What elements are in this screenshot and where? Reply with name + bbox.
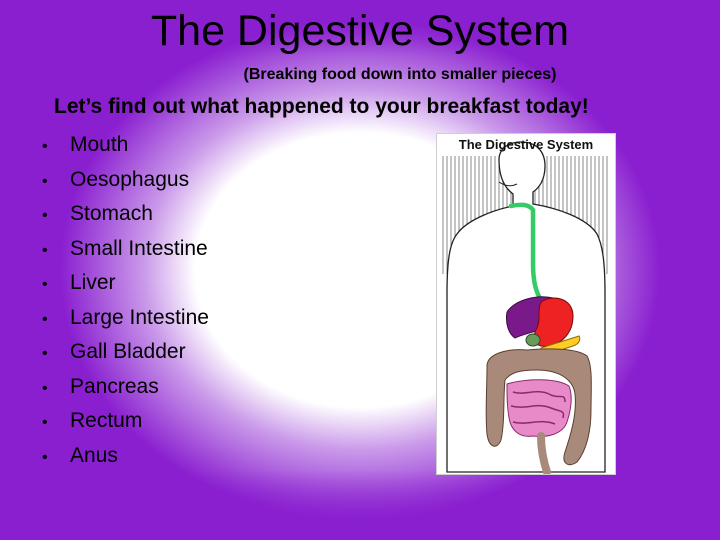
- bullet-icon: •: [42, 276, 48, 293]
- bullet-icon: •: [42, 172, 48, 190]
- slide-title: The Digestive System: [150, 7, 570, 55]
- list-item-label: Liver: [70, 271, 116, 294]
- list-item: • Rectum: [42, 404, 209, 439]
- oesophagus-tube: [508, 202, 544, 303]
- list-item: • Small Intestine: [42, 232, 209, 267]
- list-item-label: Oesophagus: [70, 167, 190, 191]
- list-item-label: Anus: [70, 443, 118, 467]
- slide-subtitle: (Breaking food down into smaller pieces): [243, 66, 557, 83]
- list-item-label: Rectum: [70, 409, 143, 432]
- bullet-icon: •: [42, 414, 48, 431]
- list-item-label: Large Intestine: [70, 305, 209, 329]
- gall-bladder-shape: [525, 333, 541, 347]
- mouth-shape: [498, 181, 518, 187]
- list-item-label: Gall Bladder: [70, 340, 186, 363]
- bullet-icon: •: [42, 345, 48, 362]
- digestive-system-diagram: The Digestive System: [436, 133, 616, 475]
- bullet-icon: •: [42, 138, 48, 155]
- bullet-icon: •: [42, 207, 48, 224]
- organ-list: • Mouth • Oesophagus • Stomach • Small Intes…: [42, 128, 209, 473]
- list-item-label: Small Intestine: [70, 236, 208, 260]
- rectum-shape: [537, 432, 551, 474]
- list-item-label: Pancreas: [70, 374, 159, 398]
- list-item: • Mouth: [42, 128, 209, 163]
- diagram-caption: The Digestive System: [458, 137, 594, 152]
- list-item-label: Mouth: [70, 133, 129, 156]
- bullet-icon: •: [42, 448, 48, 466]
- bullet-icon: •: [42, 379, 48, 397]
- small-intestine-shape: [506, 379, 572, 437]
- list-item: • Oesophagus: [42, 163, 209, 198]
- bullet-icon: •: [42, 310, 48, 328]
- large-intestine-shape: [485, 348, 592, 466]
- list-item-label: Stomach: [70, 202, 153, 225]
- bullet-icon: •: [42, 241, 48, 259]
- list-item: • Large Intestine: [42, 301, 209, 336]
- list-item: • Gall Bladder: [42, 335, 209, 370]
- list-item: • Anus: [42, 439, 209, 474]
- list-item: • Liver: [42, 266, 209, 301]
- small-intestine-coils: [510, 390, 566, 425]
- list-item: • Stomach: [42, 197, 209, 232]
- list-item: • Pancreas: [42, 370, 209, 405]
- digestive-system-illustration: [442, 141, 608, 474]
- lead-text: Let’s find out what happened to your bre…: [54, 95, 589, 118]
